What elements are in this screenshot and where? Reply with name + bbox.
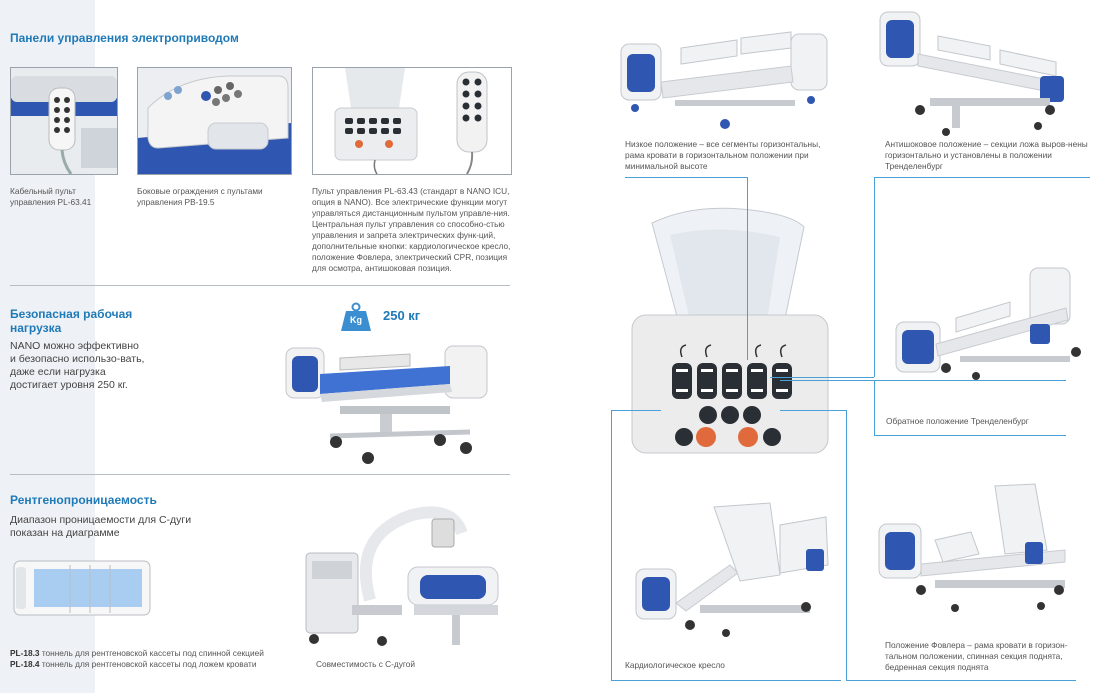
connector-line [874,380,875,435]
bed-image-antishock [870,6,1090,136]
xray-line-2: PL-18.4 тоннель для рентгеновской кассет… [10,659,290,670]
connector-line [846,680,1076,681]
divider [10,474,510,475]
caption-antishock: Антишоковое положение – секции ложа выро… [885,139,1088,171]
connector-line [780,410,846,411]
bed-image-load [280,340,495,465]
connector-line [780,380,1066,381]
c-arm-image [292,505,507,650]
xray-diagram [12,557,152,619]
bed-image-low-position [615,20,835,135]
bed-image-reverse-trendelenburg [880,262,1095,387]
divider [10,285,510,286]
section-title-xray: Рентгенопроницаемость [10,493,157,507]
connector-line [611,410,661,411]
section-title-control-panels: Панели управления электроприводом [10,31,239,45]
connector-line [747,177,748,360]
connector-line [611,410,612,680]
connector-line [625,177,747,178]
xray-line-1-text: тоннель для рентгеновской кассеты под сп… [39,648,264,658]
photo-central-panel [312,67,512,175]
xray-text: Диапазон проницаемости для С-дуги показа… [10,514,192,539]
caption-cardiac-chair: Кардиологическое кресло [625,660,725,670]
photo-side-rail-panel [137,67,292,175]
connector-line [846,410,847,680]
photo-cable-pendant [10,67,118,175]
weight-value: 250 кг [383,308,421,323]
xray-line-1: PL-18.3 тоннель для рентгеновской кассет… [10,648,290,659]
connector-line [874,435,1066,436]
bed-image-fowler [875,480,1097,615]
section-title-safe-load-line2: нагрузка [10,321,62,335]
caption-cable-pendant: Кабельный пульт управления PL-63.41 [10,186,92,207]
connector-line [874,177,1090,178]
xray-line-2-text: тоннель для рентгеновской кассеты под ло… [39,659,257,669]
caption-reverse-trendelenburg: Обратное положение Тренделенбург [886,416,1029,426]
caption-side-rail-panel: Боковые ограждения с пультами управления… [137,186,263,207]
caption-c-arm: Совместимость с С-дугой [316,659,416,669]
caption-central-panel: Пульт управления PL-63.43 (стандарт в NA… [312,186,511,273]
caption-fowler: Положение Фовлера – рама кровати в гориз… [885,640,1068,672]
xray-line-2-code: PL-18.4 [10,659,40,669]
weight-icon [340,302,372,332]
caption-low-position: Низкое положение – все сегменты горизонт… [625,139,821,171]
weight-badge: Kg [350,315,362,325]
connector-line [770,377,874,378]
section-title-safe-load-line1: Безопасная рабочая [10,307,133,321]
safe-load-text: NANO можно эффективно и безопасно исполь… [10,340,145,391]
connector-line [611,680,841,681]
central-control-panel [630,205,830,455]
bed-image-cardiac-chair [630,495,835,640]
section-title-safe-load: Безопасная рабочая нагрузка [10,307,132,335]
xray-line-1-code: PL-18.3 [10,648,40,658]
connector-line [874,177,875,377]
